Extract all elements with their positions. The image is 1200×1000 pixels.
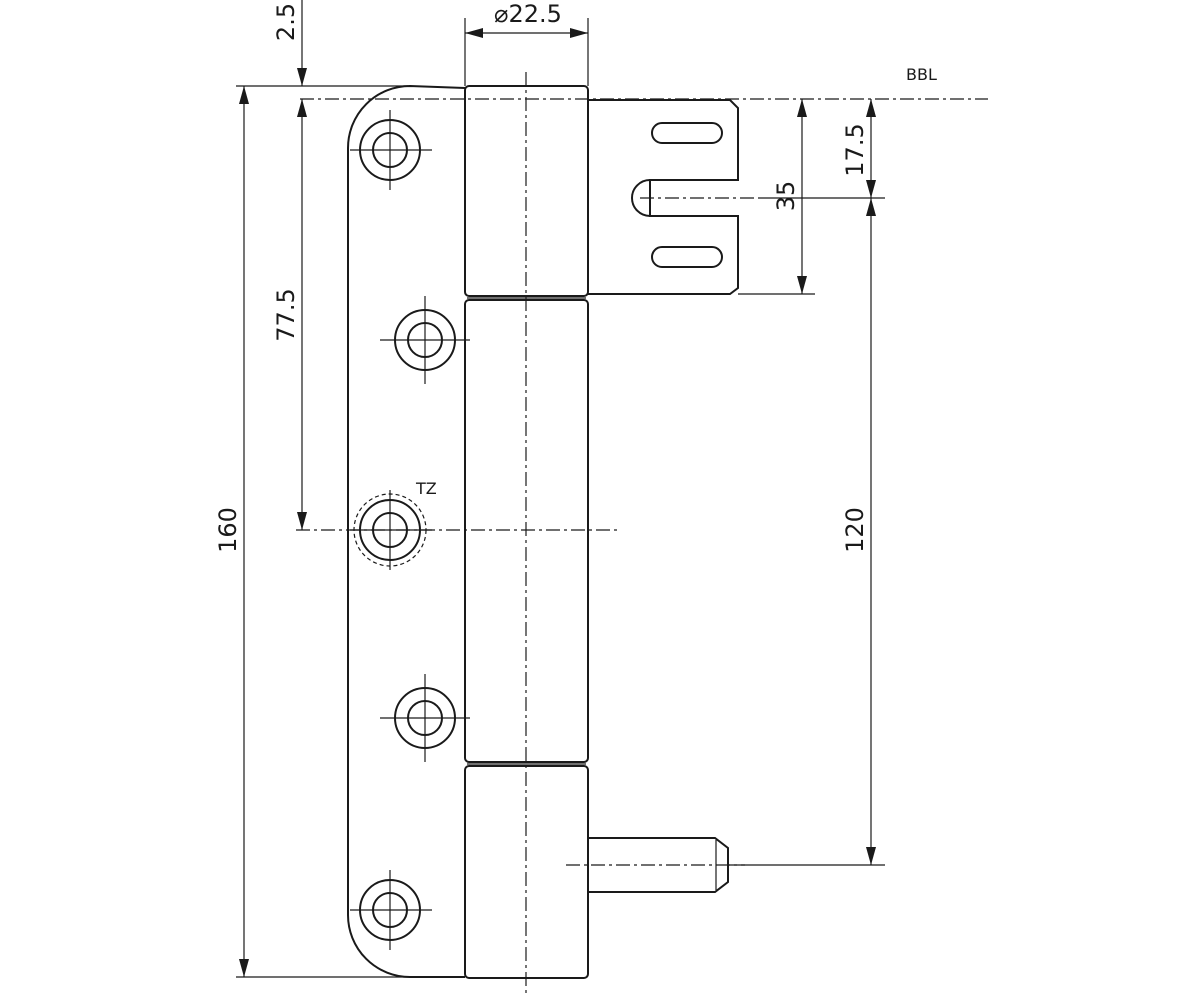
dimension-label-120: 120 — [841, 507, 869, 553]
bracket-slot-upper — [651, 122, 723, 144]
frame-bracket — [588, 99, 739, 295]
dimension-35 — [797, 99, 807, 294]
hinge-pin-stub — [566, 837, 745, 893]
tz-label: TZ — [415, 479, 437, 498]
dimension-label-diameter: ⌀22.5 — [494, 0, 562, 28]
extension-lines — [236, 18, 885, 978]
dimension-160 — [239, 86, 249, 977]
dimension-label-2-5: 2.5 — [272, 3, 300, 41]
dimension-label-35: 35 — [772, 181, 800, 212]
dimension-77-5 — [297, 99, 307, 530]
screw-hole-4 — [380, 674, 470, 762]
dimension-diameter — [465, 28, 588, 38]
bracket-slot-lower — [651, 246, 723, 268]
screw-hole-5 — [350, 870, 432, 950]
bracket-slot-open — [631, 179, 651, 217]
bbl-label: BBL — [906, 65, 937, 84]
dimension-17-5 — [866, 99, 876, 198]
dimension-120 — [866, 198, 876, 865]
dimension-label-77-5: 77.5 — [272, 288, 300, 341]
dimension-label-160: 160 — [214, 507, 242, 553]
hinge-leaf-plate — [347, 84, 466, 978]
dimension-2-5 — [297, 0, 307, 86]
screw-hole-2 — [380, 296, 470, 384]
dimension-label-17-5: 17.5 — [841, 123, 869, 176]
screw-hole-1 — [350, 110, 432, 190]
